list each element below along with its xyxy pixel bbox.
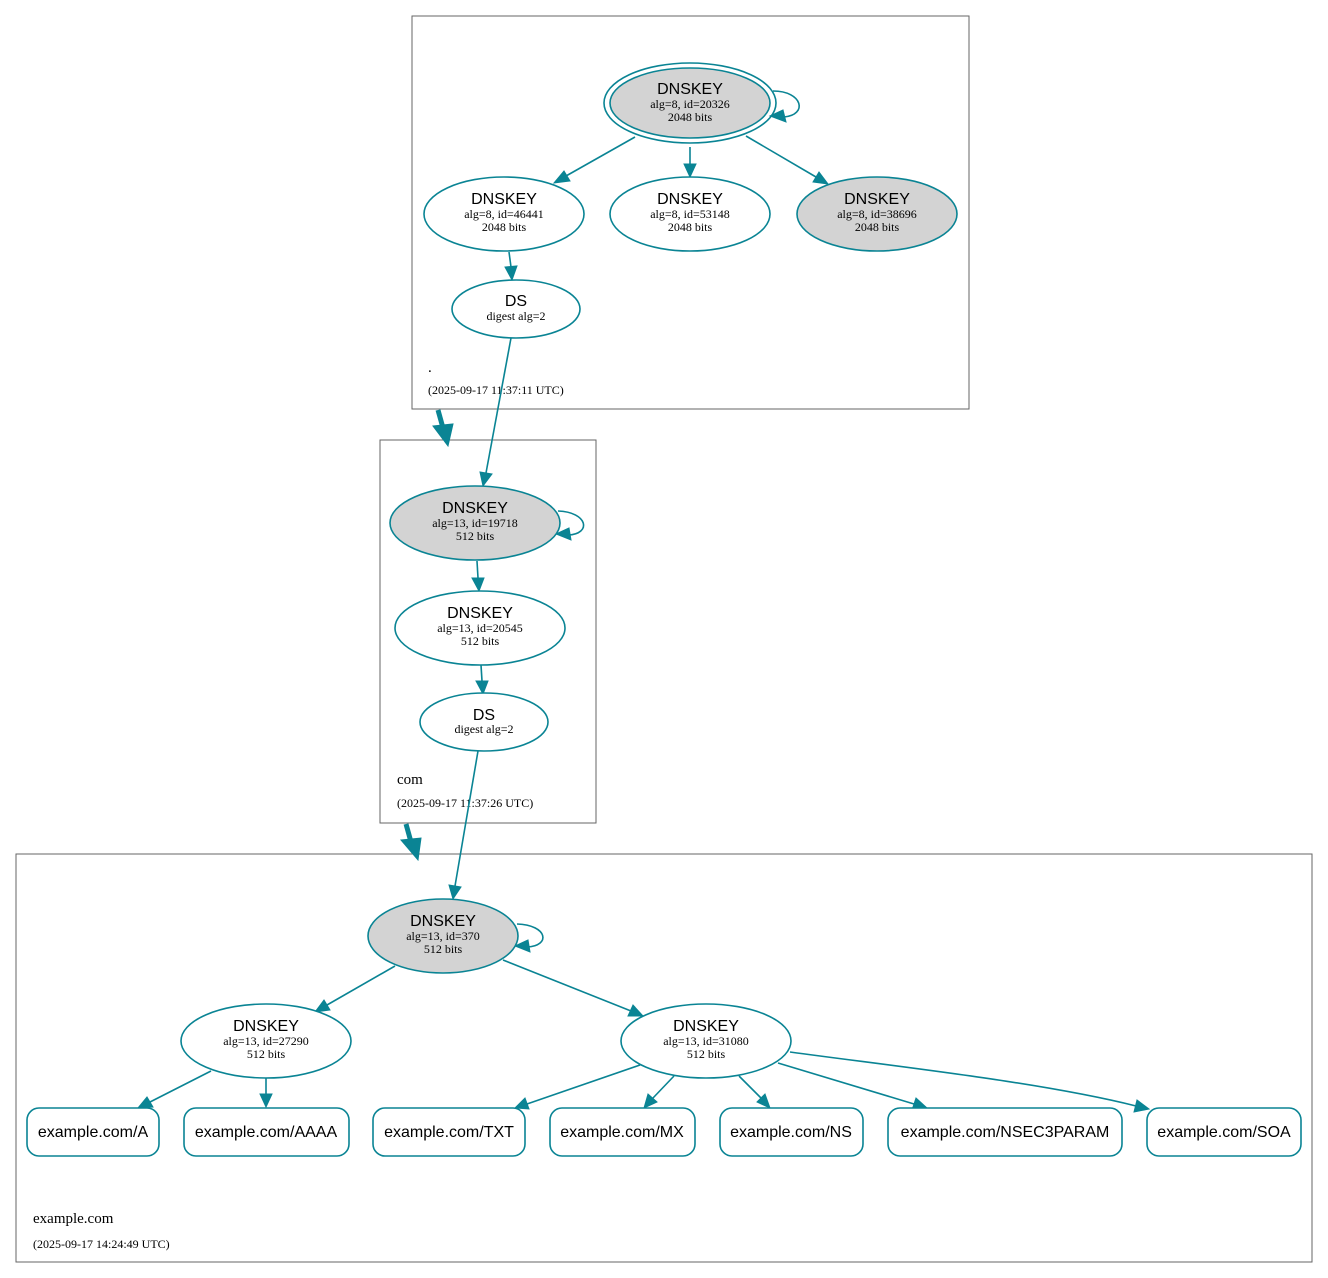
node-size: 2048 bits (668, 110, 713, 124)
node-detail: alg=13, id=27290 (223, 1034, 309, 1048)
node-title: DS (505, 293, 527, 310)
node-root-zsk-46441: DNSKEY alg=8, id=46441 2048 bits (423, 176, 585, 252)
node-size: 512 bits (247, 1047, 286, 1061)
node-ex-zsk-31080: DNSKEY alg=13, id=31080 512 bits (620, 1003, 792, 1079)
node-title: DNSKEY (657, 191, 723, 208)
node-title: DNSKEY (447, 605, 513, 622)
rrset-aaaa: example.com/AAAA (183, 1107, 350, 1157)
node-detail: alg=8, id=20326 (650, 97, 730, 111)
edge-46441-to-root-ds (504, 251, 518, 282)
edge-root-ksk-to-46441 (552, 136, 636, 184)
node-ex-zsk-27290: DNSKEY alg=13, id=27290 512 bits (180, 1003, 352, 1079)
zone-box-example (15, 853, 1313, 1263)
node-root-ds: DS digest alg=2 (451, 279, 581, 339)
node-detail: alg=13, id=20545 (437, 621, 523, 635)
node-com-zsk: DNSKEY alg=13, id=20545 512 bits (394, 590, 566, 666)
node-detail: digest alg=2 (454, 722, 513, 736)
edge-27290-to-a (136, 1070, 212, 1109)
node-size: 512 bits (424, 942, 463, 956)
edge-com-ds-to-ex-ksk (448, 750, 479, 901)
edge-ex-ksk-to-31080 (502, 959, 645, 1017)
node-detail: digest alg=2 (486, 309, 545, 323)
self-loop-com-ksk (554, 510, 585, 541)
zone-timestamp-com: (2025-09-17 11:37:26 UTC) (397, 796, 533, 810)
rrset-label: example.com/AAAA (195, 1124, 338, 1141)
node-size: 512 bits (456, 529, 495, 543)
rrset-label: example.com/TXT (384, 1124, 514, 1141)
delegation-root-com (432, 409, 454, 448)
edge-ex-ksk-to-27290 (313, 965, 396, 1013)
node-com-ksk: DNSKEY alg=13, id=19718 512 bits (389, 485, 561, 561)
zone-label-root: . (428, 360, 432, 376)
node-ex-ksk: DNSKEY alg=13, id=370 512 bits (367, 898, 519, 974)
edge-root-ds-to-com-ksk (479, 337, 512, 488)
node-size: 512 bits (687, 1047, 726, 1061)
node-size: 2048 bits (855, 220, 900, 234)
delegation-com-example (400, 823, 422, 862)
edge-31080-to-soa (789, 1051, 1151, 1113)
self-loop-root-ksk (768, 90, 800, 123)
edge-root-ksk-to-53148 (683, 147, 697, 179)
node-root-ksk: DNSKEY alg=8, id=20326 2048 bits (603, 62, 777, 144)
node-title: DNSKEY (410, 913, 476, 930)
trust-anchor-ring (603, 62, 777, 144)
rrset-soa: example.com/SOA (1146, 1107, 1302, 1157)
node-title: DNSKEY (657, 81, 723, 98)
zone-label-com: com (397, 772, 423, 788)
node-title: DS (473, 707, 495, 724)
node-size: 2048 bits (482, 220, 527, 234)
zone-example: example.com (2025-09-17 14:24:49 UTC) (15, 853, 1313, 1263)
node-size: 512 bits (461, 634, 500, 648)
edge-com-zsk-to-com-ds (475, 664, 489, 696)
zone-root: . (2025-09-17 11:37:11 UTC) (411, 15, 970, 410)
node-detail: alg=8, id=38696 (837, 207, 917, 221)
node-title: DNSKEY (673, 1018, 739, 1035)
node-detail: alg=13, id=19718 (432, 516, 518, 530)
self-loop-ex-ksk (513, 923, 544, 953)
zone-box-root (411, 15, 970, 410)
rrset-label: example.com/SOA (1157, 1124, 1291, 1141)
node-title: DNSKEY (844, 191, 910, 208)
rrset-mx: example.com/MX (549, 1107, 696, 1157)
edge-31080-to-nsec3param (777, 1062, 929, 1111)
rrset-nsec3param: example.com/NSEC3PARAM (887, 1107, 1123, 1157)
rrset-label: example.com/NS (730, 1124, 852, 1141)
node-detail: alg=8, id=53148 (650, 207, 730, 221)
rrset-label: example.com/NSEC3PARAM (901, 1124, 1110, 1141)
edge-com-ksk-to-com-zsk (471, 560, 485, 593)
zone-com: com (2025-09-17 11:37:26 UTC) (379, 439, 597, 824)
zone-timestamp-root: (2025-09-17 11:37:11 UTC) (428, 383, 564, 397)
edge-31080-to-txt (513, 1064, 641, 1110)
rrset-label: example.com/MX (560, 1124, 684, 1141)
node-title: DNSKEY (471, 191, 537, 208)
node-size: 2048 bits (668, 220, 713, 234)
edge-27290-to-aaaa (259, 1078, 273, 1109)
zone-box-com (379, 439, 597, 824)
node-detail: alg=13, id=31080 (663, 1034, 749, 1048)
zone-timestamp-example: (2025-09-17 14:24:49 UTC) (33, 1237, 170, 1251)
rrset-txt: example.com/TXT (372, 1107, 526, 1157)
node-root-key-53148: DNSKEY alg=8, id=53148 2048 bits (609, 176, 771, 252)
node-detail: alg=13, id=370 (406, 929, 480, 943)
node-title: DNSKEY (442, 500, 508, 517)
node-title: DNSKEY (233, 1018, 299, 1035)
zone-label-example: example.com (33, 1211, 114, 1227)
node-detail: alg=8, id=46441 (464, 207, 544, 221)
node-root-key-38696: DNSKEY alg=8, id=38696 2048 bits (796, 176, 958, 252)
rrset-a: example.com/A (26, 1107, 160, 1157)
node-com-ds: DS digest alg=2 (419, 692, 549, 752)
rrset-ns: example.com/NS (719, 1107, 864, 1157)
edge-31080-to-ns (738, 1075, 771, 1109)
edge-root-ksk-to-38696 (745, 135, 830, 185)
edge-31080-to-mx (643, 1075, 675, 1109)
rrset-label: example.com/A (38, 1124, 149, 1141)
